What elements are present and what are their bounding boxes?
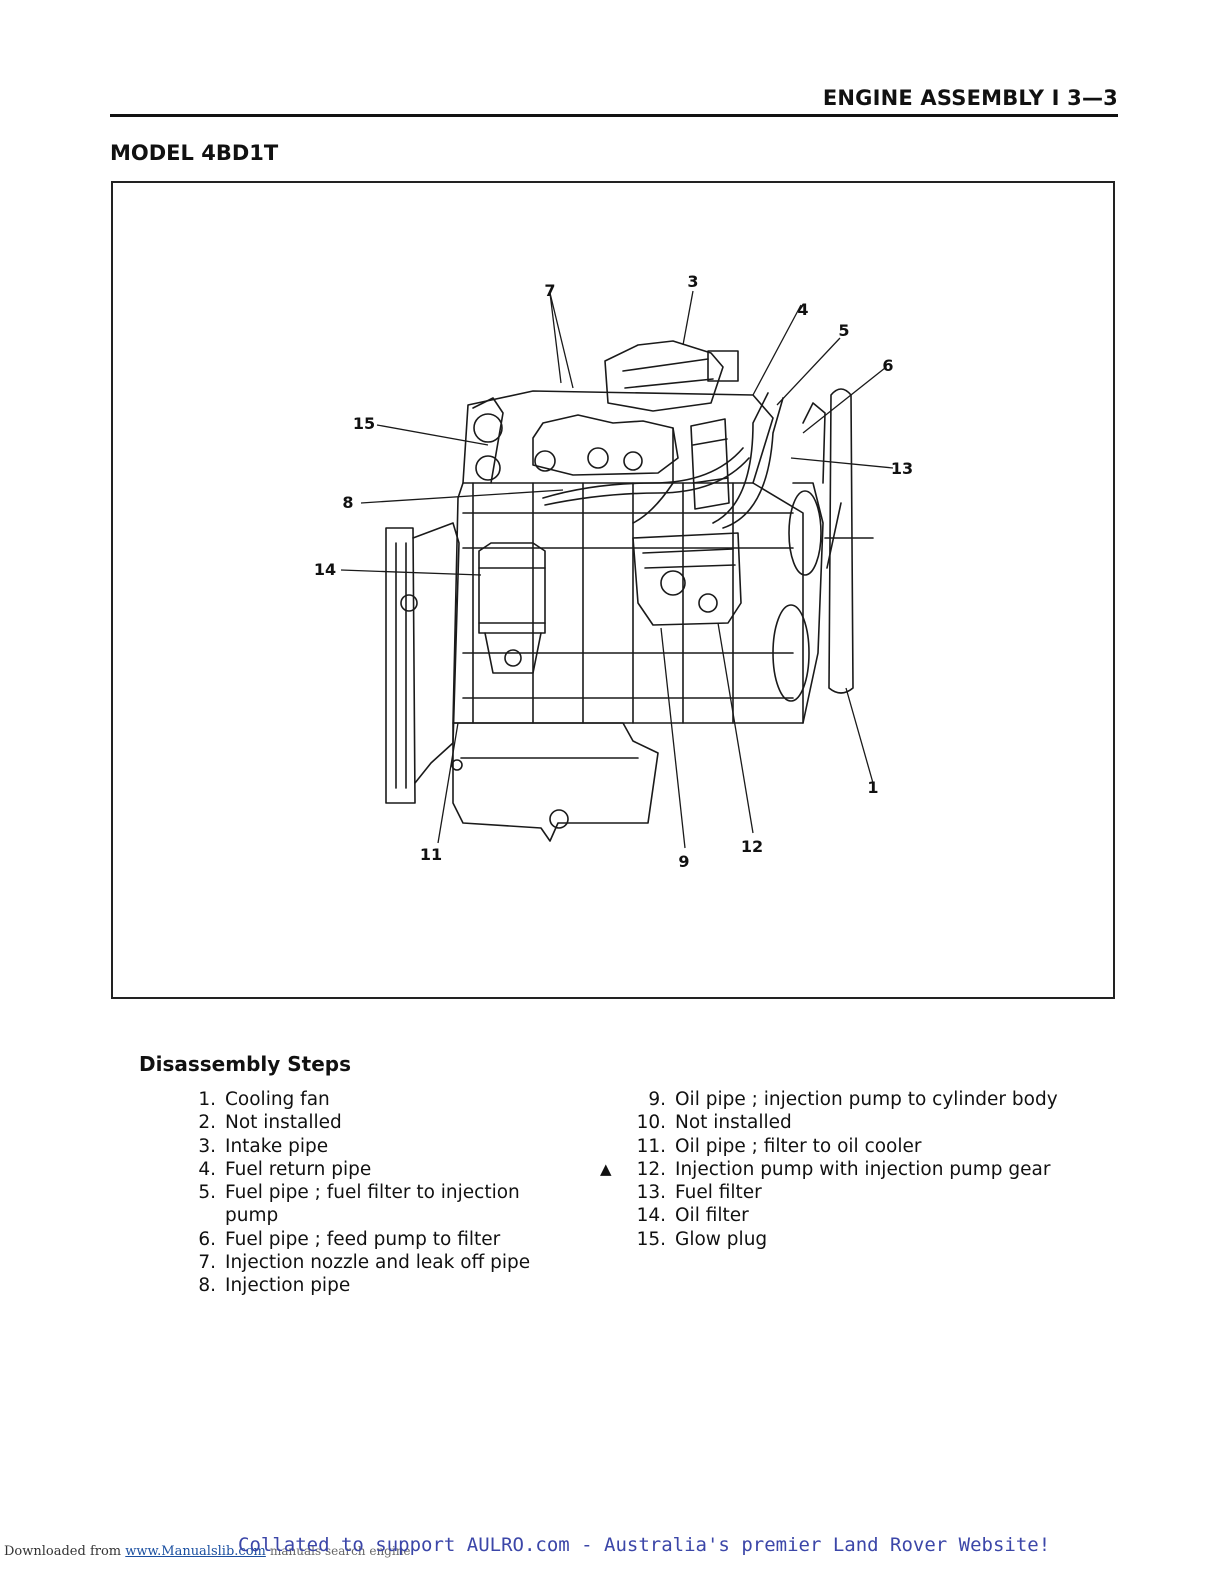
step-mark [150, 1158, 168, 1181]
step-number: 11. [636, 1135, 666, 1157]
step-mark [150, 1088, 168, 1111]
disassembly-step: 5. Fuel pipe ; fuel filter to injection p… [150, 1181, 550, 1228]
callout-1: 1 [867, 778, 878, 797]
disassembly-step: 1. Cooling fan [150, 1088, 550, 1111]
step-text: Not installed [675, 1112, 792, 1134]
callout-3: 3 [687, 272, 698, 291]
exhaust-manifold-shape [532, 414, 679, 476]
step-number: 1. [198, 1089, 216, 1110]
engine-figure-box: 1 3 4 5 6 7 8 9 11 12 13 14 15 [111, 181, 1115, 999]
step-mark [600, 1135, 618, 1158]
step-mark: ▲ [600, 1159, 612, 1178]
step-mark [600, 1181, 618, 1204]
step-text: Injection pipe [225, 1275, 351, 1297]
step-mark [150, 1228, 168, 1251]
callout-6: 6 [882, 356, 893, 375]
callout-14: 14 [314, 560, 336, 579]
step-number: 4. [198, 1158, 216, 1180]
disassembly-step: 2. Not installed [150, 1111, 550, 1134]
step-number: 13. [636, 1182, 666, 1204]
disassembly-step: 11. Oil pipe ; filter to oil cooler [600, 1135, 1060, 1158]
step-text: Glow plug [675, 1228, 768, 1250]
injection-pump-shape [632, 532, 742, 626]
step-number: 12. [636, 1158, 666, 1180]
disassembly-step: 8. Injection pipe [150, 1274, 550, 1297]
callout-4: 4 [797, 300, 808, 319]
disassembly-steps-right: 9. Oil pipe ; injection pump to cylinder … [600, 1088, 1060, 1251]
disassembly-steps-title: Disassembly Steps [139, 1052, 351, 1076]
fuel-filter-shape [690, 418, 730, 510]
callout-8: 8 [342, 493, 353, 512]
callout-15: 15 [353, 414, 375, 433]
step-mark [600, 1204, 618, 1227]
step-text: Oil filter [675, 1205, 749, 1227]
step-text: Injection pump with injection pump gear [675, 1158, 1051, 1180]
page-footer: Downloaded from www.Manualslib.com manua… [0, 1530, 1224, 1560]
header-rule [110, 114, 1118, 117]
callout-11: 11 [420, 845, 442, 864]
step-number: 9. [648, 1089, 666, 1110]
step-text: Fuel return pipe [225, 1158, 372, 1180]
disassembly-step: 3. Intake pipe [150, 1135, 550, 1158]
step-number: 15. [636, 1228, 666, 1250]
step-text: Fuel pipe ; fuel filter to injection pum… [225, 1182, 520, 1227]
step-text: Cooling fan [225, 1089, 330, 1110]
flywheel-housing-shape [385, 527, 416, 804]
callout-5: 5 [838, 321, 849, 340]
step-number: 14. [636, 1205, 666, 1227]
oil-filter-shape [478, 542, 546, 634]
disassembly-steps-left: 1. Cooling fan 2. Not installed 3. Intake pip… [150, 1088, 550, 1298]
footer-collated-banner[interactable]: Collated to support AULRO.com - Australi… [238, 1534, 1051, 1556]
step-number: 3. [198, 1135, 216, 1157]
step-number: 2. [198, 1112, 216, 1134]
callout-7: 7 [544, 281, 555, 300]
engine-illustration: 1 3 4 5 6 7 8 9 11 12 13 14 15 [314, 272, 913, 871]
disassembly-step: 10. Not installed [600, 1111, 1060, 1134]
step-mark [150, 1111, 168, 1134]
disassembly-step: 15. Glow plug [600, 1228, 1060, 1251]
crank-pulley-shape [772, 604, 810, 702]
step-number: 5. [198, 1182, 216, 1204]
footer-downloaded-suffix: manuals search engine [269, 1544, 411, 1558]
step-text: Oil pipe ; injection pump to cylinder bo… [675, 1089, 1058, 1110]
front-cover-shape [792, 482, 824, 724]
step-text: Intake pipe [225, 1135, 329, 1157]
step-text: Not installed [225, 1112, 342, 1134]
disassembly-step: 6. Fuel pipe ; feed pump to filter [150, 1228, 550, 1251]
step-number: 6. [198, 1228, 216, 1250]
callout-12: 12 [741, 837, 763, 856]
step-mark [600, 1228, 618, 1251]
oil-pan-shape [452, 722, 659, 842]
step-mark [150, 1274, 168, 1297]
step-text: Injection nozzle and leak off pipe [225, 1252, 531, 1274]
step-number: 10. [636, 1112, 666, 1134]
step-mark [150, 1251, 168, 1274]
disassembly-step: 14. Oil filter [600, 1204, 1060, 1227]
disassembly-step: 4. Fuel return pipe [150, 1158, 550, 1181]
callout-9: 9 [678, 852, 689, 871]
rocker-cover-shape [462, 390, 774, 484]
step-text: Fuel filter [675, 1182, 762, 1204]
disassembly-step: 13. Fuel filter [600, 1181, 1060, 1204]
disassembly-step: 9. Oil pipe ; injection pump to cylinder … [600, 1088, 1060, 1111]
step-text: Fuel pipe ; feed pump to filter [225, 1228, 501, 1250]
footer-manualslib-link[interactable]: www.Manualslib.com [125, 1544, 266, 1559]
step-mark [600, 1088, 618, 1111]
cooling-fan-shape [828, 388, 854, 694]
step-mark [150, 1135, 168, 1158]
disassembly-step: 7. Injection nozzle and leak off pipe [150, 1251, 550, 1274]
footer-downloaded: Downloaded from www.Manualslib.com manua… [4, 1544, 411, 1559]
step-number: 8. [198, 1275, 216, 1297]
section-header-title: ENGINE ASSEMBLY I 3—3 [822, 86, 1118, 110]
step-mark [150, 1181, 168, 1228]
step-text: Oil pipe ; filter to oil cooler [675, 1135, 922, 1157]
footer-downloaded-prefix: Downloaded from [4, 1544, 122, 1559]
intake-turbo-shape [604, 340, 724, 412]
model-title: MODEL 4BD1T [110, 141, 279, 165]
step-number: 7. [198, 1252, 216, 1274]
engine-block-shape [452, 482, 804, 724]
callout-13: 13 [891, 459, 913, 478]
step-mark [600, 1111, 618, 1134]
disassembly-step: ▲ 12. Injection pump with injection pump g… [600, 1158, 1060, 1181]
